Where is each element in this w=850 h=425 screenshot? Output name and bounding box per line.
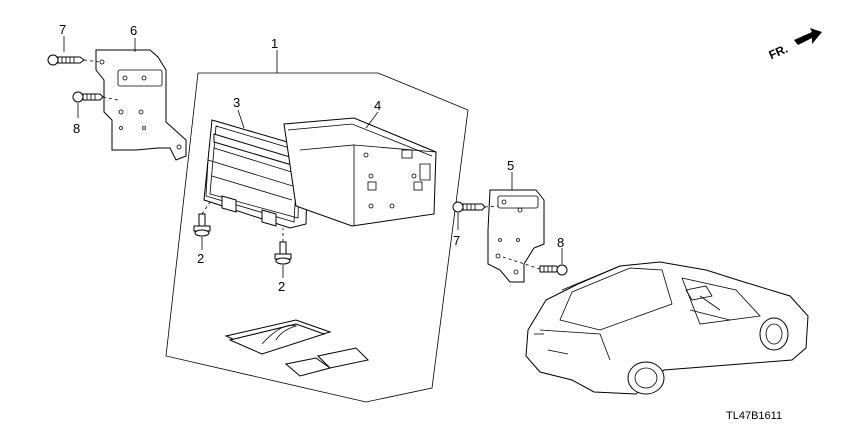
direction-label: FR. bbox=[767, 42, 790, 63]
front-panel bbox=[203, 119, 309, 229]
callout-4: 4 bbox=[374, 98, 381, 113]
left-bracket bbox=[95, 49, 187, 161]
callout-1: 1 bbox=[271, 36, 278, 51]
manual-sheets bbox=[224, 319, 370, 377]
leader-2-left-dot bbox=[201, 201, 211, 215]
leader-7-left bbox=[83, 59, 101, 63]
diagram-code: TL47B1611 bbox=[726, 410, 782, 422]
leader-8-left-dot bbox=[102, 96, 119, 101]
callout-2: 2 bbox=[197, 251, 204, 266]
screw-2-left bbox=[193, 213, 211, 237]
fr-arrow-icon bbox=[794, 28, 822, 45]
callout-8: 8 bbox=[557, 235, 564, 250]
screw-8-right bbox=[539, 264, 568, 276]
main-unit bbox=[283, 117, 437, 227]
callout-5: 5 bbox=[507, 158, 514, 173]
callout-8: 8 bbox=[73, 121, 80, 136]
assembly-outline bbox=[165, 72, 469, 403]
screw-8-left bbox=[72, 91, 104, 103]
screw-7-right bbox=[452, 201, 486, 213]
leader-4 bbox=[365, 111, 379, 129]
front-direction-indicator: FR. bbox=[767, 28, 822, 62]
screw-2-right bbox=[274, 241, 292, 265]
callout-2: 2 bbox=[278, 279, 285, 294]
leader-8-right-dot bbox=[499, 255, 541, 270]
callout-7: 7 bbox=[453, 233, 460, 248]
right-bracket bbox=[487, 189, 545, 283]
screw-7-left bbox=[47, 54, 85, 66]
leader-7-right-dot bbox=[484, 205, 499, 208]
leader-3 bbox=[237, 109, 245, 129]
callout-3: 3 bbox=[233, 95, 240, 110]
vehicle-illustration bbox=[525, 261, 809, 395]
callout-7: 7 bbox=[59, 22, 66, 37]
callout-6: 6 bbox=[130, 23, 137, 38]
